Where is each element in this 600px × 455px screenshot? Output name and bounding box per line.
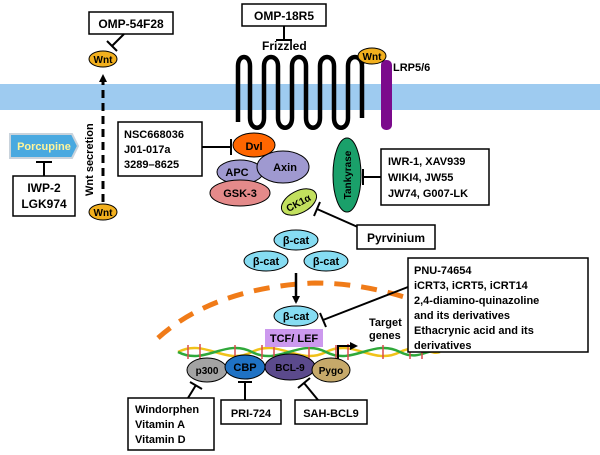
bcat-left bbox=[243, 250, 289, 272]
tankyrase-label: Tankyrase bbox=[343, 150, 354, 199]
pnu-line-1: PNU-74654 bbox=[414, 265, 472, 277]
nsc-line-3: 3289–8625 bbox=[124, 159, 179, 171]
pyrvinium-inhibit-line bbox=[316, 208, 361, 229]
sahbcl9-inhibit-line bbox=[303, 382, 319, 401]
omp54f28-inhibit-line bbox=[111, 33, 125, 47]
iwp-line-1: IWP-2 bbox=[27, 181, 61, 195]
tnks-line-3: JW74, G007-LK bbox=[388, 188, 468, 200]
target-genes-line-2: genes bbox=[369, 330, 401, 342]
porcupine-shape bbox=[9, 133, 80, 159]
apc-label: APC bbox=[225, 167, 248, 179]
pyrvinium-inhibit-bar bbox=[313, 201, 321, 217]
porcupine-label: Porcupine bbox=[17, 141, 71, 153]
cell-membrane bbox=[0, 84, 600, 110]
windorphen-line-2: Vitamin A bbox=[135, 419, 185, 431]
bcat-nuclear-label: β-cat bbox=[283, 311, 310, 323]
pnu-line-5: Ethacrynic acid and its bbox=[414, 325, 534, 337]
pnu-line-3: 2,4-diamino-quinazoline bbox=[414, 295, 539, 307]
tcf-lef-box bbox=[265, 329, 323, 347]
pnu-inhibit-bar bbox=[319, 312, 327, 328]
gsk3-label: GSK-3 bbox=[223, 188, 257, 200]
p300-label: p300 bbox=[196, 366, 219, 377]
tnks-line-1: IWR-1, XAV939 bbox=[388, 156, 465, 168]
pnu-box bbox=[407, 257, 589, 353]
pri724-label: PRI-724 bbox=[231, 408, 272, 420]
omp54f28-inhibit-bar bbox=[106, 40, 118, 52]
dvl-label: Dvl bbox=[245, 141, 262, 153]
bcat-right bbox=[303, 250, 349, 272]
windorphen-inhibit-line bbox=[187, 384, 197, 399]
bcat-left-label: β-cat bbox=[253, 256, 280, 268]
wnt-secreted-top-label: Wnt bbox=[94, 55, 114, 66]
sahbcl9-inhibit-bar bbox=[297, 377, 311, 389]
wnt-secretion-label: Wnt secretion bbox=[84, 123, 96, 196]
pyrvinium-label: Pyrvinium bbox=[367, 231, 425, 245]
wnt-cytoplasm-label: Wnt bbox=[94, 208, 114, 219]
nsc-box bbox=[117, 121, 203, 177]
windorphen-inhibit-bar bbox=[189, 381, 203, 390]
omp54f28-label: OMP-54F28 bbox=[98, 17, 164, 31]
windorphen-line-1: Windorphen bbox=[135, 404, 199, 416]
pnu-line-6: derivatives bbox=[414, 340, 471, 352]
pyrvinium-box bbox=[356, 224, 436, 250]
pygo-label: Pygo bbox=[319, 366, 343, 377]
lrp-coreceptor bbox=[381, 60, 392, 130]
bcat-top-label: β-cat bbox=[283, 235, 310, 247]
tankyrase-protein bbox=[332, 137, 362, 213]
dvl-protein bbox=[232, 132, 276, 158]
axin-label: Axin bbox=[273, 162, 297, 174]
ck1a-protein bbox=[280, 188, 318, 216]
wnt-receptor-label: Wnt bbox=[363, 52, 383, 63]
sahbcl9-box bbox=[294, 399, 368, 425]
bcat-right-label: β-cat bbox=[313, 256, 340, 268]
pri724-box bbox=[220, 399, 282, 425]
axin-protein bbox=[256, 150, 310, 184]
pygo-protein bbox=[311, 357, 351, 383]
omp18r5-label: OMP-18R5 bbox=[254, 9, 314, 23]
target-genes-line-1: Target bbox=[369, 317, 402, 329]
wnt-ligand-receptor bbox=[357, 47, 387, 65]
windorphen-line-3: Vitamin D bbox=[135, 434, 186, 446]
windorphen-box bbox=[127, 397, 215, 451]
iwp-box bbox=[12, 175, 76, 217]
lrp-label: LRP5/6 bbox=[393, 62, 430, 74]
bcl9-label: BCL-9 bbox=[275, 363, 305, 374]
sahbcl9-label: SAH-BCL9 bbox=[303, 408, 359, 420]
gsk3-protein bbox=[209, 179, 271, 207]
pnu-inhibit-line bbox=[322, 286, 409, 321]
tnks-box bbox=[380, 148, 490, 206]
target-genes-arrow bbox=[337, 342, 358, 364]
tnks-line-2: WIKI4, JW55 bbox=[388, 172, 453, 184]
iwp-line-2: LGK974 bbox=[21, 197, 67, 211]
pnu-line-2: iCRT3, iCRT5, iCRT14 bbox=[414, 280, 529, 292]
nsc-line-1: NSC668036 bbox=[124, 129, 184, 141]
tcf-lef-label: TCF/ LEF bbox=[270, 333, 319, 345]
wnt-secreted-top bbox=[88, 50, 118, 68]
frizzled-receptor bbox=[235, 54, 365, 130]
bcat-nuclear bbox=[273, 305, 319, 327]
dna-helix bbox=[177, 344, 441, 360]
cbp-label: CBP bbox=[233, 362, 256, 374]
bcat-top bbox=[273, 229, 319, 251]
pnu-line-4: and its derivatives bbox=[414, 310, 510, 322]
frizzled-label: Frizzled bbox=[262, 39, 307, 53]
nsc-line-2: J01-017a bbox=[124, 144, 171, 156]
omp54f28-box bbox=[88, 11, 174, 35]
wnt-cytoplasm bbox=[88, 203, 118, 221]
